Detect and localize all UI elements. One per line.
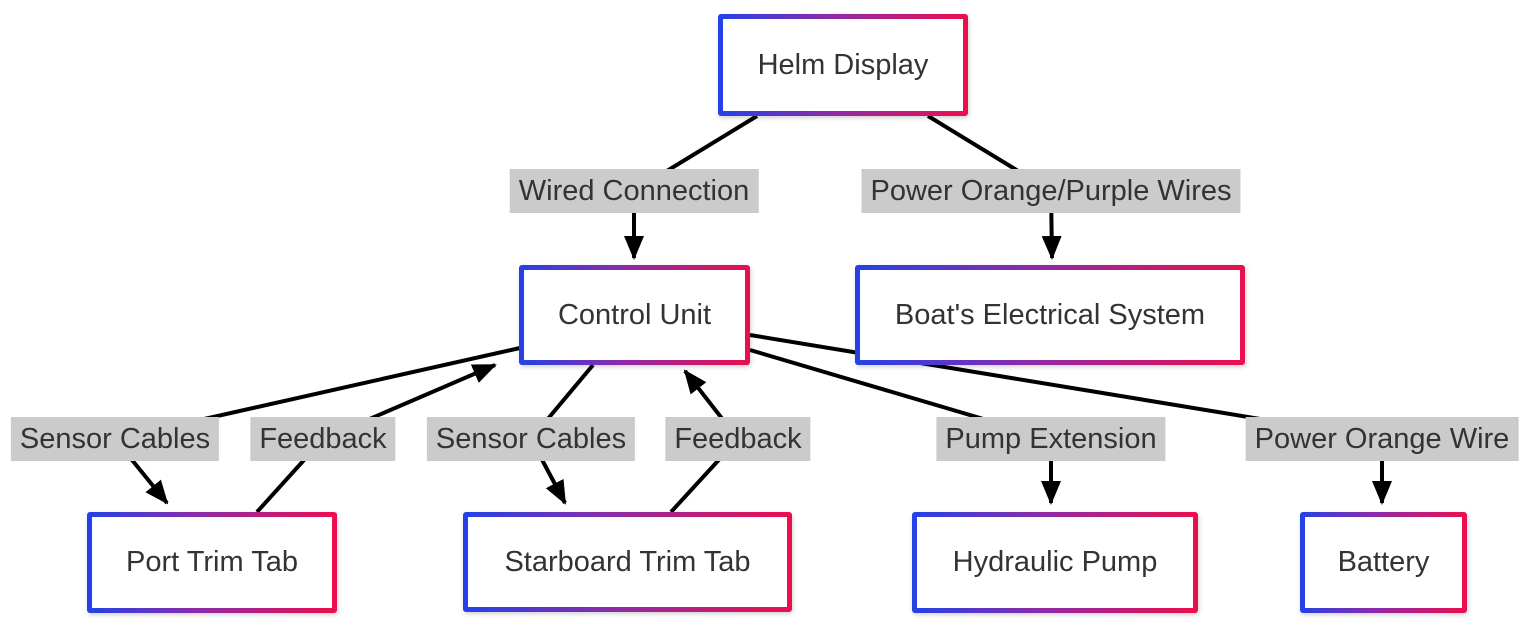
node-label-control: Control Unit xyxy=(524,270,745,360)
node-label-battery: Battery xyxy=(1305,517,1462,608)
node-control: Control Unit xyxy=(519,265,750,365)
edge-label-control-to-starboard: Sensor Cables xyxy=(426,417,636,461)
node-label-starboard: Starboard Trim Tab xyxy=(468,517,787,607)
node-helm: Helm Display xyxy=(718,14,968,116)
edge-label-helm-to-control: Wired Connection xyxy=(509,169,759,213)
edge-label-control-to-hydraulic: Pump Extension xyxy=(936,417,1166,461)
node-electrical: Boat's Electrical System xyxy=(855,265,1245,365)
edge-label-control-to-battery: Power Orange Wire xyxy=(1245,417,1519,461)
node-label-helm: Helm Display xyxy=(723,19,963,111)
node-label-hydraulic: Hydraulic Pump xyxy=(917,517,1193,608)
node-port: Port Trim Tab xyxy=(87,512,337,613)
edge-label-control-to-port: Sensor Cables xyxy=(10,417,220,461)
edge-label-helm-to-electrical: Power Orange/Purple Wires xyxy=(861,169,1241,213)
node-label-port: Port Trim Tab xyxy=(92,517,332,608)
edge-label-port-to-control: Feedback xyxy=(250,417,396,461)
node-label-electrical: Boat's Electrical System xyxy=(860,270,1240,360)
node-hydraulic: Hydraulic Pump xyxy=(912,512,1198,613)
node-starboard: Starboard Trim Tab xyxy=(463,512,792,612)
node-battery: Battery xyxy=(1300,512,1467,613)
edge-label-starboard-to-control: Feedback xyxy=(665,417,811,461)
